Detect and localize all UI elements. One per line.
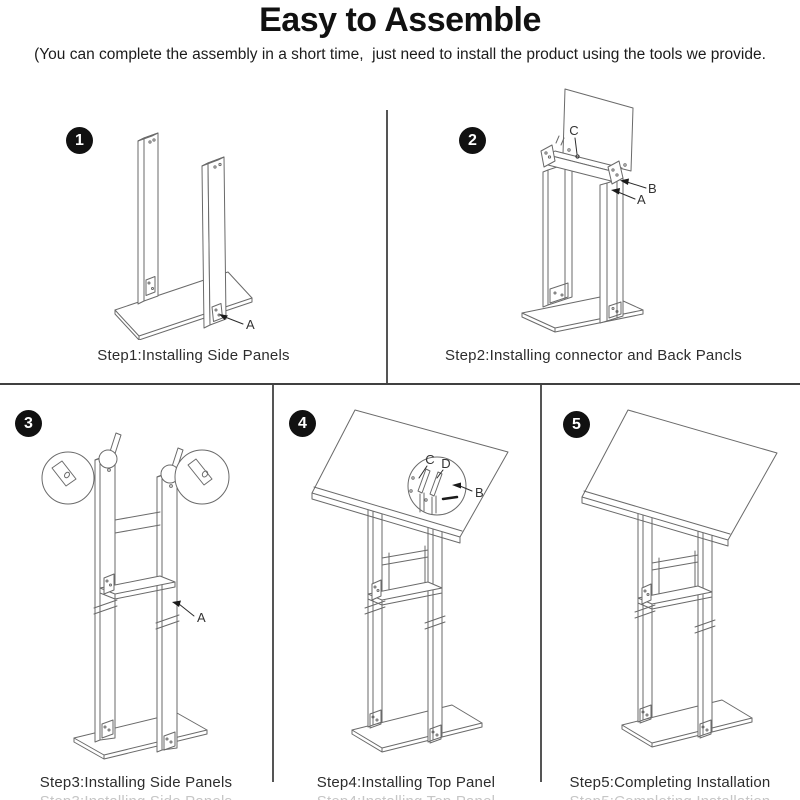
step3-member-right	[156, 447, 184, 753]
step3-shelf	[99, 573, 176, 600]
part-label-a: A	[246, 317, 255, 332]
vertical-divider-top	[386, 110, 388, 383]
step5-top-panel	[581, 409, 778, 547]
step3-callout-circle-right	[174, 449, 230, 505]
page-subtitle: (You can complete the assembly in a shor…	[34, 46, 766, 63]
step2-base-plate	[521, 294, 644, 333]
step2-label-c: C	[569, 123, 580, 159]
step2-leg-left	[542, 161, 573, 308]
step2-diagram: C B A	[521, 88, 657, 333]
step1-base-plate	[114, 271, 253, 340]
step1-badge: 1	[66, 127, 93, 154]
step4-caption: Step4:Installing Top Panel	[316, 774, 496, 791]
step2-label-b: B	[620, 178, 657, 196]
step1-side-panel-right	[201, 156, 227, 329]
step5-joint-marks	[634, 604, 716, 634]
step5-caption: Step5:Completing Installation	[569, 774, 771, 791]
step4-label-d: D	[436, 456, 451, 479]
step3-callout-circle-left	[41, 451, 95, 505]
step3-base-plate	[73, 712, 208, 760]
step3-crossbar	[114, 511, 161, 534]
step5-badge: 5	[563, 411, 590, 438]
page-title: Easy to Assemble	[259, 1, 541, 39]
step4-label-c: C	[418, 452, 435, 479]
step3-diagram: A	[41, 432, 230, 760]
step4-callout-circle	[407, 456, 467, 516]
part-label-a: A	[637, 192, 646, 207]
step4-joint-marks	[364, 600, 446, 630]
step3-caption: Step3:Installing Side Panels	[39, 774, 233, 791]
step1-caption: Step1:Installing Side Panels	[97, 347, 290, 364]
part-label-a: A	[197, 610, 206, 625]
vertical-divider-bottom-right	[540, 385, 542, 782]
horizontal-divider	[0, 383, 800, 385]
part-label-c: C	[569, 123, 578, 138]
vertical-divider-bottom-left	[272, 385, 274, 782]
step1-label-a: A	[219, 314, 255, 332]
step5-shelf	[637, 583, 713, 610]
step4-badge: 4	[289, 410, 316, 437]
step1-side-panel-left	[137, 132, 159, 305]
step3-badge: 3	[15, 410, 42, 437]
cropped-caption-artifact: Step5:Completing Installation	[540, 795, 800, 800]
step4-pedestal	[367, 497, 443, 744]
step3-label-a: A	[172, 600, 206, 625]
cropped-caption-artifact: Step3:Installing Side Panels	[0, 795, 272, 800]
step5-base-plate	[621, 699, 753, 748]
step2-badge: 2	[459, 127, 486, 154]
step2-back-panel	[562, 88, 634, 172]
step2-connector-beam	[540, 135, 624, 185]
step4-label-b: B	[441, 482, 484, 501]
step4-shelf	[367, 579, 443, 606]
step3-joint-marks	[93, 599, 180, 630]
cropped-caption-text: Step3:Installing Side Panels	[40, 795, 232, 800]
step5-diagram	[581, 409, 778, 748]
step2-caption: Step2:Installing connector and Back Panc…	[445, 347, 742, 364]
cropped-caption-text: Step4:Installing Top Panel	[317, 795, 495, 800]
step4-base-plate	[351, 704, 483, 753]
cropped-caption-artifact: Step4:Installing Top Panel	[272, 795, 540, 800]
part-label-b: B	[475, 485, 484, 500]
part-label-c: C	[425, 452, 434, 467]
part-label-b: B	[648, 181, 657, 196]
step4-diagram: C D B	[311, 409, 509, 753]
step2-leg-right	[599, 177, 624, 324]
step2-label-a: A	[611, 188, 646, 207]
part-label-d: D	[441, 456, 450, 471]
step1-diagram: A	[114, 132, 255, 340]
cropped-caption-text: Step5:Completing Installation	[570, 795, 771, 800]
